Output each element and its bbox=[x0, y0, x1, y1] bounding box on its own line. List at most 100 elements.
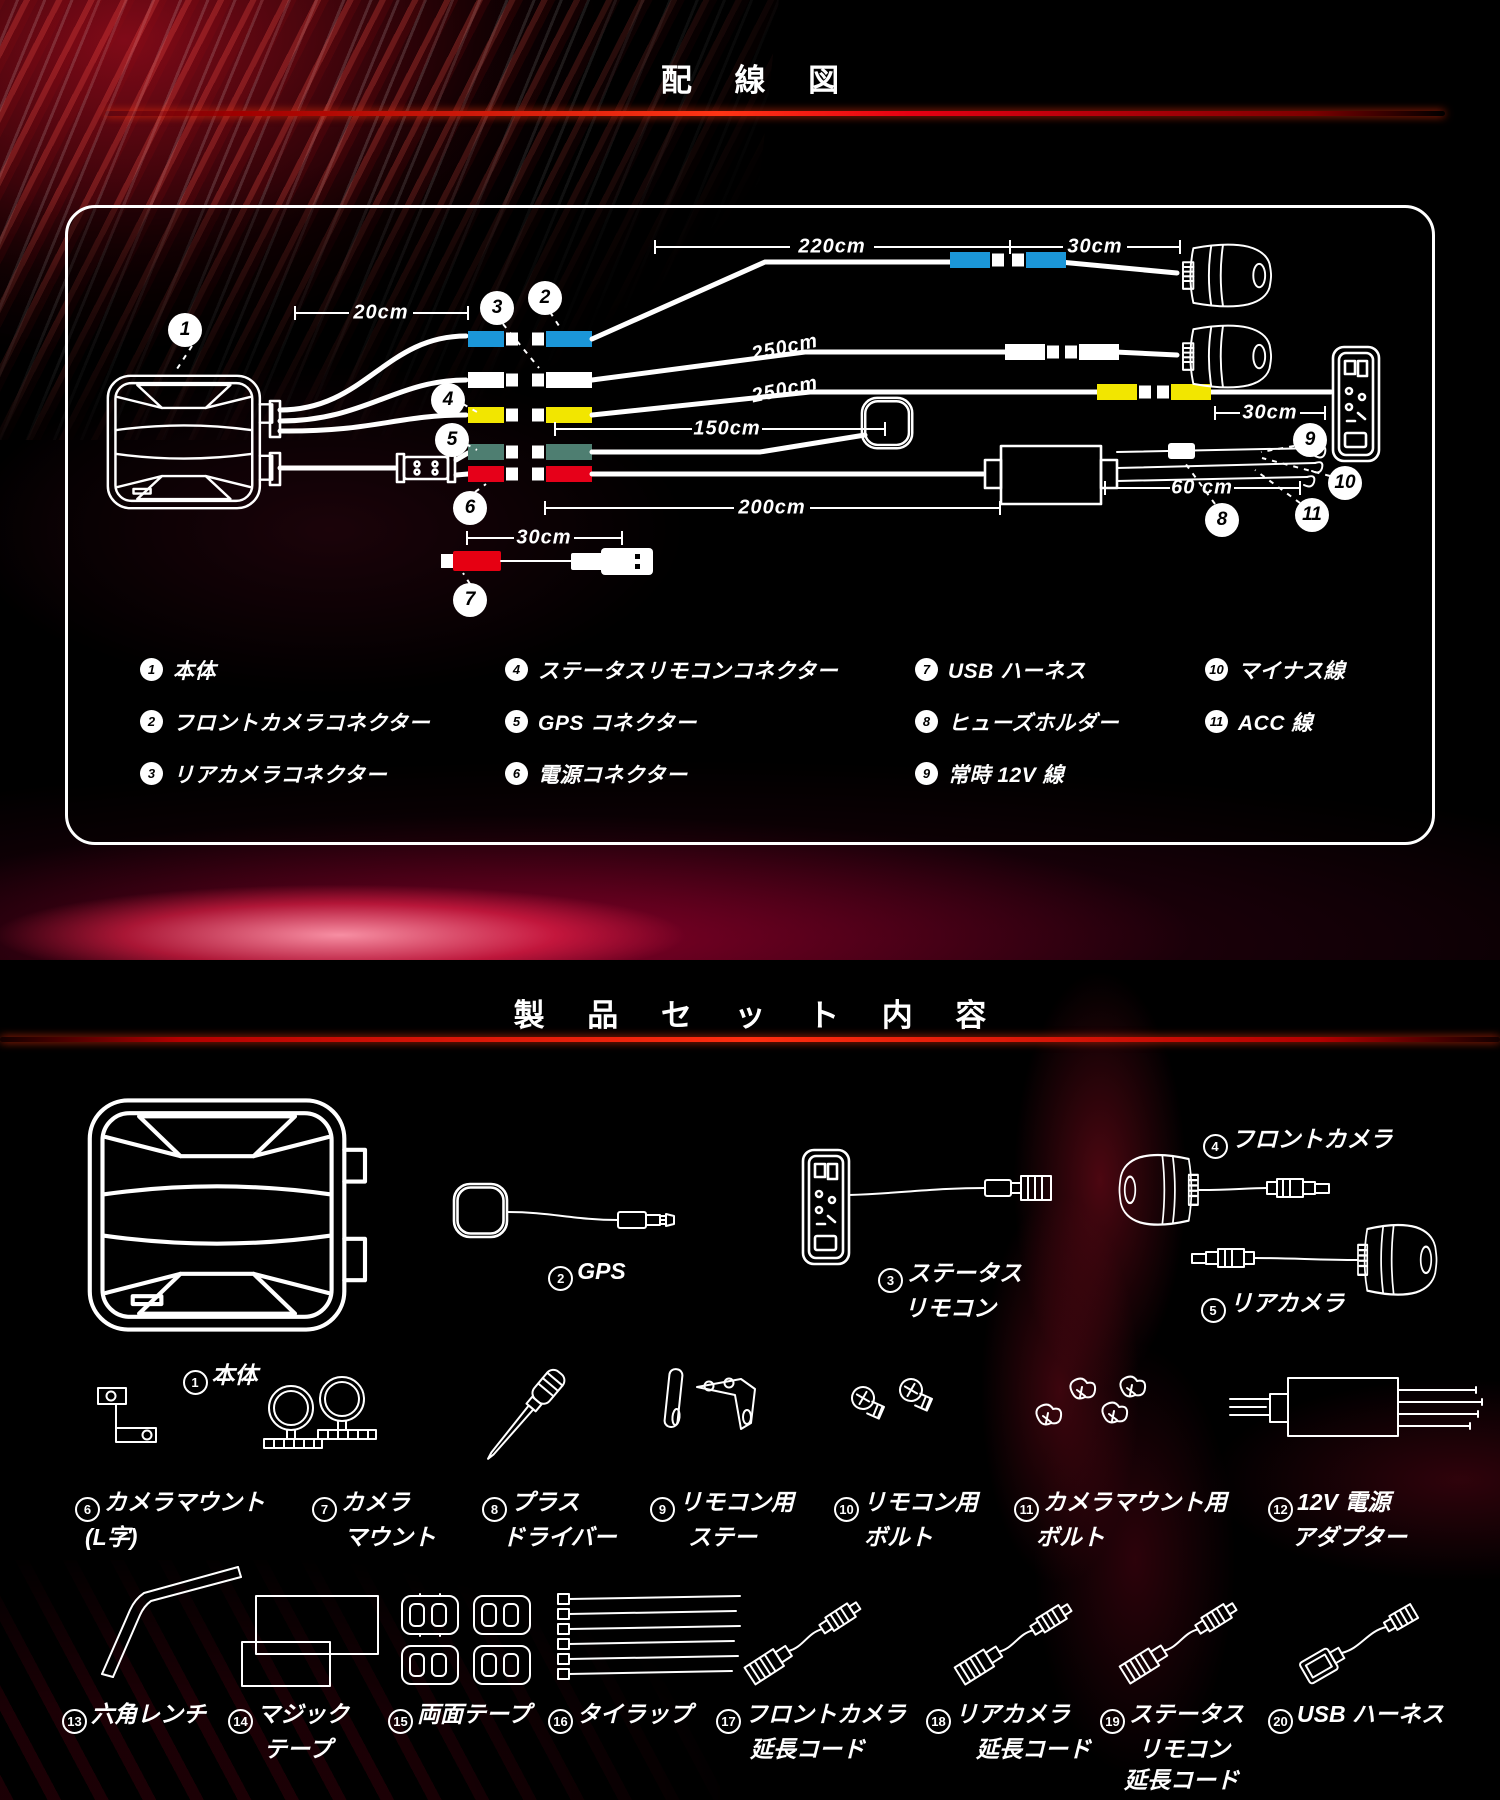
product-cable-ties-icon bbox=[557, 1593, 741, 1680]
product-remote-bolts-icon bbox=[851, 1378, 934, 1420]
product-screwdriver-icon bbox=[487, 1368, 566, 1460]
product-front-camera-icon bbox=[1118, 1153, 1330, 1226]
callout-3: 3 bbox=[480, 291, 514, 325]
product-num-3: 3 bbox=[878, 1268, 903, 1293]
legend-label-1: 本体 bbox=[173, 659, 216, 683]
rear-camera-illustration bbox=[1181, 324, 1273, 389]
product-num-16: 16 bbox=[548, 1709, 573, 1734]
measure-200cm: 200cm bbox=[738, 496, 806, 519]
product-rear-camera-icon bbox=[1191, 1223, 1438, 1296]
product-num-14: 14 bbox=[228, 1709, 253, 1734]
main-unit-illustration bbox=[106, 374, 282, 510]
connector-column bbox=[468, 331, 592, 482]
legend-num-1: 1 bbox=[140, 658, 163, 681]
product-num-1: 1 bbox=[182, 1370, 208, 1395]
cable-runs bbox=[589, 252, 1334, 477]
legend-label-7: USB ハーネス bbox=[948, 659, 1087, 683]
product-gps-icon bbox=[452, 1182, 675, 1239]
measure-lines bbox=[294, 240, 1326, 545]
background-lower-bands bbox=[0, 1560, 720, 1800]
product-l-bracket-icon bbox=[97, 1387, 157, 1443]
legend-column-3: 7 USB ハーネス 8 ヒューズホルダー 9 常時 12V 線 bbox=[915, 654, 1119, 789]
product-num-15: 15 bbox=[388, 1709, 413, 1734]
legend-num-11: 11 bbox=[1205, 710, 1228, 733]
legend-item-7: 7 USB ハーネス bbox=[915, 654, 1119, 685]
legend-num-7: 7 bbox=[915, 658, 938, 681]
legend-label-11: ACC 線 bbox=[1238, 711, 1313, 735]
legend-item-9: 9 常時 12V 線 bbox=[915, 758, 1119, 789]
callout-10: 10 bbox=[1328, 466, 1362, 500]
product-camera-mount-icon bbox=[263, 1376, 377, 1449]
legend-item-11: 11 ACC 線 bbox=[1205, 706, 1345, 737]
background-glow bbox=[0, 300, 1000, 720]
legend-label-3: リアカメラコネクター bbox=[173, 763, 388, 787]
product-num-8: 8 bbox=[482, 1497, 507, 1522]
product-main-unit-icon bbox=[85, 1095, 365, 1335]
legend-item-1: 1 本体 bbox=[140, 654, 430, 685]
power-junction-block bbox=[395, 452, 457, 484]
product-num-4: 4 bbox=[1202, 1134, 1228, 1159]
product-num-19: 19 bbox=[1100, 1709, 1125, 1734]
callout-9: 9 bbox=[1293, 423, 1327, 457]
legend-num-3: 3 bbox=[140, 762, 163, 785]
measure-30cm-front: 30cm bbox=[1067, 235, 1123, 258]
status-remote-illustration bbox=[1331, 345, 1381, 463]
legend-label-2: フロントカメラコネクター bbox=[173, 711, 431, 735]
product-remote-stay-icon bbox=[663, 1368, 756, 1430]
product-num-9: 9 bbox=[650, 1497, 675, 1522]
product-num-20: 20 bbox=[1268, 1709, 1293, 1734]
legend-label-6: 電源コネクター bbox=[538, 763, 688, 787]
product-mount-bolts-icon bbox=[1035, 1375, 1147, 1426]
legend-num-4: 4 bbox=[505, 658, 528, 681]
product-double-tape-icon bbox=[401, 1593, 531, 1685]
legend-num-9: 9 bbox=[915, 762, 938, 785]
product-usb-harness-icon bbox=[1299, 1603, 1420, 1685]
legend-label-8: ヒューズホルダー bbox=[948, 711, 1119, 735]
product-num-7: 7 bbox=[312, 1497, 337, 1522]
callout-1: 1 bbox=[168, 313, 202, 347]
power-adapter-illustration bbox=[983, 443, 1327, 506]
legend-num-6: 6 bbox=[505, 762, 528, 785]
callout-11: 11 bbox=[1295, 498, 1329, 532]
product-num-17: 17 bbox=[716, 1709, 741, 1734]
callout-8: 8 bbox=[1205, 503, 1239, 537]
product-front-ext-cord-icon bbox=[743, 1596, 865, 1686]
measure-150cm: 150cm bbox=[693, 417, 761, 440]
legend-item-2: 2 フロントカメラコネクター bbox=[140, 706, 430, 737]
product-num-5: 5 bbox=[1200, 1298, 1226, 1323]
product-num-6: 6 bbox=[75, 1497, 100, 1522]
legend-label-9: 常時 12V 線 bbox=[948, 763, 1065, 787]
product-num-18: 18 bbox=[926, 1709, 951, 1734]
callout-5: 5 bbox=[435, 423, 469, 457]
callout-7: 7 bbox=[453, 583, 487, 617]
product-status-remote-icon bbox=[801, 1148, 1052, 1266]
legend-column-1: 1 本体 2 フロントカメラコネクター 3 リアカメラコネクター bbox=[140, 654, 430, 789]
legend-item-6: 6 電源コネクター bbox=[505, 758, 838, 789]
product-num-2: 2 bbox=[548, 1266, 574, 1291]
callout-4: 4 bbox=[431, 383, 465, 417]
legend-num-2: 2 bbox=[140, 710, 163, 733]
wiring-section-title: 配 線 図 bbox=[660, 63, 857, 98]
legend-num-8: 8 bbox=[915, 710, 938, 733]
usb-harness-illustration bbox=[441, 548, 653, 575]
callout-lines bbox=[174, 311, 1331, 585]
